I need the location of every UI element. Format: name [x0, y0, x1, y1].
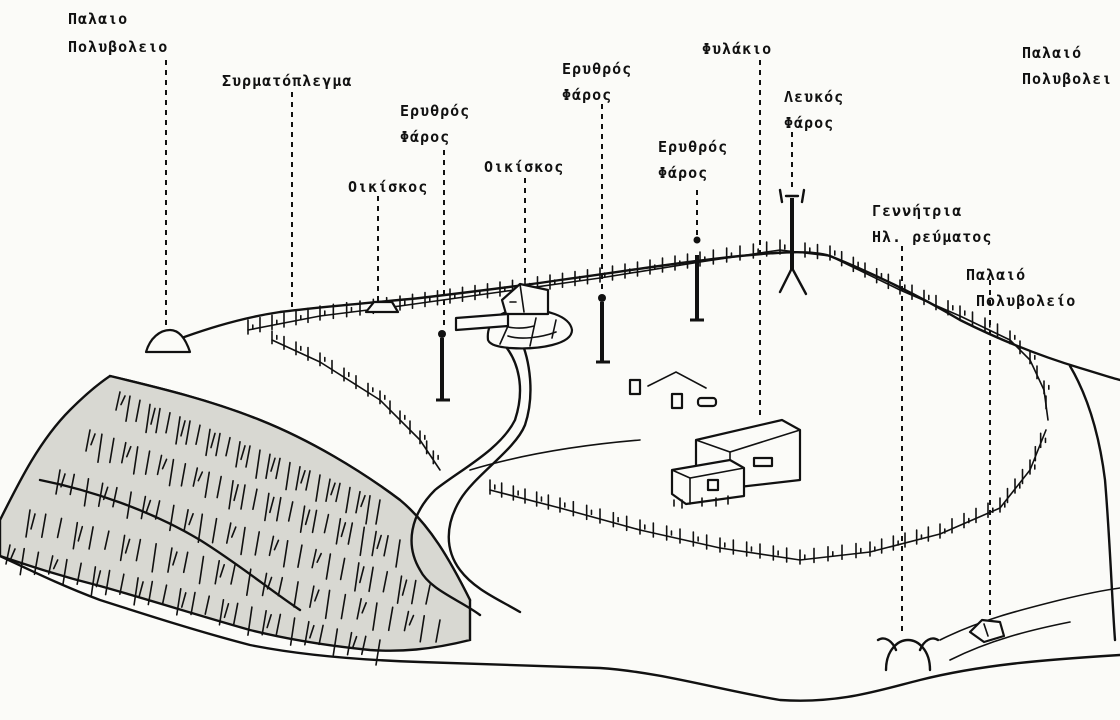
- label-old-bunker-left-line1: Παλαιο: [68, 10, 128, 28]
- label-red-light-right-line2: Φάρος: [658, 164, 708, 182]
- label-red-light-left-line1: Ερυθρός: [400, 102, 470, 120]
- field-objects: [628, 371, 718, 410]
- old-bunker-right-low: [968, 618, 1006, 644]
- label-stone-hut: Οικίσκος: [484, 158, 564, 176]
- label-guardhouse: Φυλάκιο: [702, 40, 772, 58]
- leader-lines: [165, 60, 991, 634]
- stone-hut: [454, 282, 574, 350]
- white-beacon-tower: [778, 188, 808, 296]
- label-barbed-wire: Συρματόπλεγμα: [222, 72, 352, 90]
- label-red-light-center-line1: Ερυθρός: [562, 60, 632, 78]
- label-white-light-line1: Λευκός: [784, 88, 844, 106]
- label-old-bunker-right-top-line1: Παλαιό: [1022, 44, 1082, 62]
- terrain: [0, 251, 1120, 702]
- label-old-bunker-left-line2: Πολυβολειο: [68, 38, 168, 56]
- label-generator-line1: Γεννήτρια: [872, 202, 962, 220]
- label-red-light-left-line2: Φάρος: [400, 128, 450, 146]
- label-old-bunker-right-low-line1: Παλαιό: [966, 266, 1026, 284]
- guardhouse: [670, 418, 802, 509]
- red-beacon-center: [596, 294, 610, 364]
- red-beacon-left: [436, 330, 450, 402]
- label-old-bunker-right-top-line2: Πολυβολει: [1022, 70, 1112, 88]
- red-beacon-right: [690, 236, 704, 322]
- label-red-light-center-line2: Φάρος: [562, 86, 612, 104]
- label-white-light-line2: Φάρος: [784, 114, 834, 132]
- generator: [876, 637, 940, 672]
- label-generator-line2: Ηλ. ρεύματος: [872, 228, 992, 246]
- label-old-bunker-right-low-line2: Πολυβολείο: [976, 292, 1076, 310]
- small-hut: [364, 300, 400, 314]
- label-small-hut: Οικίσκος: [348, 178, 428, 196]
- labels: Παλαιο Πολυβολειο Συρματόπλεγμα Ερυθρός …: [68, 10, 1112, 310]
- label-red-light-right-line1: Ερυθρός: [658, 138, 728, 156]
- old-bunker-left: [144, 328, 192, 354]
- barbed-wire-fence: [247, 239, 1050, 565]
